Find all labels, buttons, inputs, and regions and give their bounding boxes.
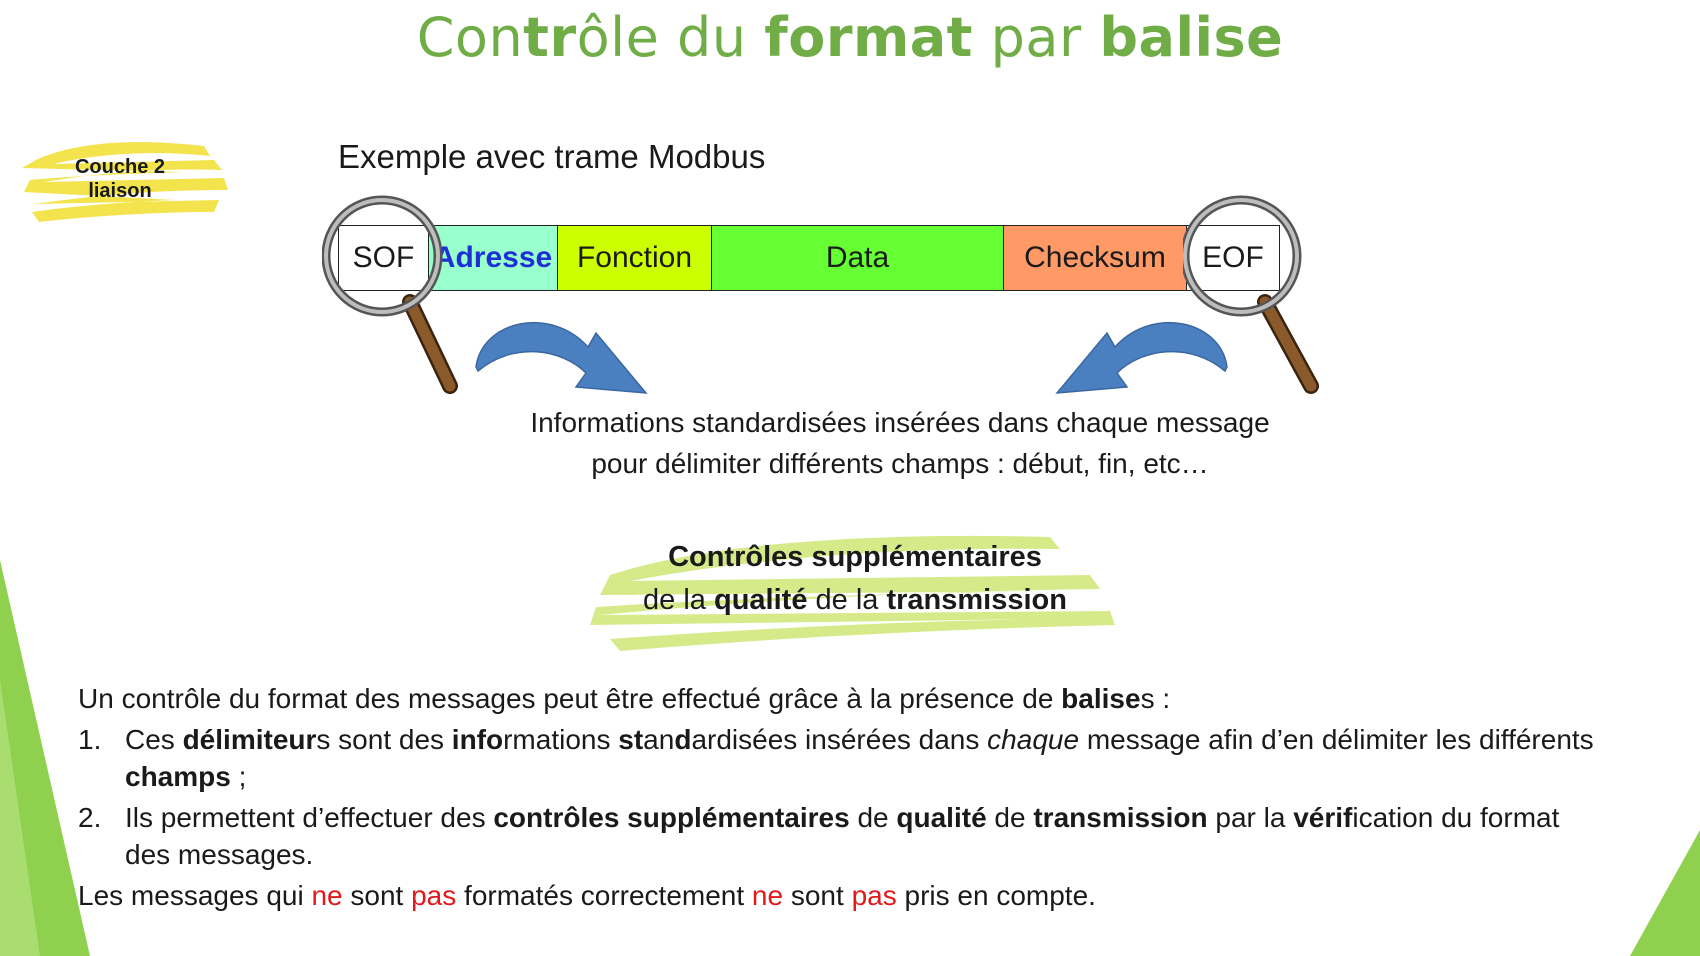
frame-field-label: Checksum xyxy=(1024,241,1166,274)
frame-field-checksum: Checksum xyxy=(1004,226,1187,290)
layer-label-line1: Couche 2 xyxy=(74,156,166,178)
extra-controls-line1: Contrôles supplémentaires xyxy=(668,541,1042,573)
frame-field-fonction: Fonction xyxy=(558,226,712,290)
list-text-bold: champs xyxy=(125,761,231,792)
corner-decoration-left xyxy=(0,560,90,956)
curved-arrow-icon-right xyxy=(1055,322,1228,394)
list-text: par la xyxy=(1207,802,1294,833)
footer-text-red: ne xyxy=(751,880,784,911)
list-text-bold: transmission xyxy=(1033,802,1208,833)
list-text: de xyxy=(986,802,1034,833)
list-text-bold: d xyxy=(674,724,692,755)
extra-text: de la xyxy=(807,584,887,616)
frame-info-line1: Informations standardisées insérées dans… xyxy=(530,407,1270,438)
list-item-1: 1.Ces délimiteurs sont des informations … xyxy=(78,721,1608,795)
footer-text-red: ne xyxy=(311,880,343,911)
footer-text: sont xyxy=(783,880,852,911)
footer-text-red: pas xyxy=(851,880,897,911)
list-text: rmations xyxy=(503,724,619,755)
list-number: 2. xyxy=(78,802,102,833)
frame-field-label: Fonction xyxy=(576,241,693,274)
title-text-3: ôle du xyxy=(576,6,765,69)
extra-text-bold: qualité xyxy=(713,584,808,616)
list-text: de xyxy=(849,802,897,833)
intro-paragraph: Un contrôle du format des messages peut … xyxy=(78,680,1608,717)
footer-text: formatés correctement xyxy=(456,880,752,911)
footer-paragraph: Les messages qui ne sont pas formatés co… xyxy=(78,877,1608,914)
frame-field-data: Data xyxy=(712,226,1004,290)
frame-field-eof: EOF xyxy=(1187,226,1279,290)
list-text: Ils permettent d’effectuer des xyxy=(125,802,494,833)
footer-text-red: pas xyxy=(411,880,457,911)
layer-label-line2: liaison xyxy=(88,180,152,202)
frame-field-sof: SOF xyxy=(339,226,429,290)
list-text: an xyxy=(643,724,675,755)
footer-text: Les messages qui xyxy=(78,880,312,911)
list-text: s sont des xyxy=(316,724,452,755)
list-item-2: 2. Ils permettent d’effectuer des contrôl… xyxy=(78,799,1608,873)
list-text: ication du format des messages. xyxy=(125,802,1560,870)
numbered-list: 1.Ces délimiteurs sont des informations … xyxy=(78,721,1608,873)
list-text-bold: vérif xyxy=(1293,802,1353,833)
example-caption: Exemple avec trame Modbus xyxy=(338,138,766,175)
frame-info-line2: pour délimiter différents champs : début… xyxy=(591,448,1209,479)
frame-field-label: SOF xyxy=(352,241,415,274)
curved-arrow-icon-left xyxy=(475,322,648,394)
list-text: message afin d’en délimiter les différen… xyxy=(1079,724,1594,755)
list-text: Ces xyxy=(125,724,183,755)
extra-controls-line2: de la qualité de la transmission xyxy=(555,579,1155,622)
list-text: ardisées insérées dans xyxy=(691,724,988,755)
frame-field-label: Adresse xyxy=(433,241,553,274)
frame-field-adresse: Adresse xyxy=(429,226,558,290)
list-text-bold: st xyxy=(618,724,644,755)
title-text-1: Con xyxy=(416,6,524,69)
extra-controls-caption: Contrôles supplémentaires de la qualité … xyxy=(555,536,1155,622)
footer-text: pris en compte. xyxy=(896,880,1096,911)
list-text-bold: délimiteur xyxy=(182,724,317,755)
title-text-5: par xyxy=(972,6,1100,69)
title-text-4: format xyxy=(764,6,973,69)
yellow-brush-highlight xyxy=(22,142,228,222)
extra-text-bold: transmission xyxy=(886,584,1067,616)
footer-text: sont xyxy=(342,880,412,911)
list-text-bold: qualité xyxy=(896,802,987,833)
body-text: Un contrôle du format des messages peut … xyxy=(78,680,1608,914)
list-text-bold: contrôles supplémentaires xyxy=(493,802,850,833)
extra-text: de la xyxy=(643,584,714,616)
frame-info-caption: Informations standardisées insérées dans… xyxy=(400,402,1400,484)
title-text-2: tr xyxy=(523,6,577,69)
intro-text: s : xyxy=(1140,683,1171,714)
list-text: ; xyxy=(230,761,247,792)
intro-text-bold: balise xyxy=(1061,683,1141,714)
slide-title: Contrôle du format par balise xyxy=(0,6,1700,69)
frame-field-label: Data xyxy=(825,241,890,274)
modbus-frame: SOF Adresse Fonction Data Checksum EOF xyxy=(338,225,1280,291)
intro-text: Un contrôle du format des messages peut … xyxy=(78,683,1062,714)
magnifier-icon-right xyxy=(1183,195,1319,394)
green-brush-highlight xyxy=(590,535,1115,651)
layer-label: Couche 2 liaison xyxy=(40,155,200,203)
title-text-6: balise xyxy=(1099,6,1284,69)
magnifier-icon-left xyxy=(322,195,458,394)
list-number: 1. xyxy=(78,724,102,755)
frame-field-label: EOF xyxy=(1202,241,1264,274)
list-text-italic: chaque xyxy=(987,724,1080,755)
corner-decoration-right xyxy=(1630,830,1700,956)
list-text-bold: info xyxy=(451,724,504,755)
